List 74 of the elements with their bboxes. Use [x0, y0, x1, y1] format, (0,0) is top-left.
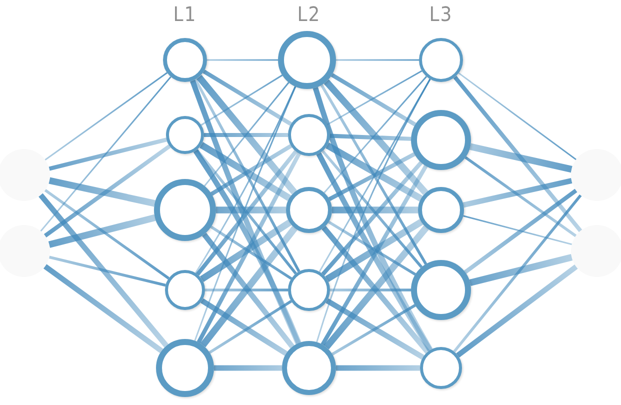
connection-line [470, 143, 572, 173]
connection-line [205, 288, 288, 292]
connection-line [196, 74, 297, 194]
neuron-circle [166, 116, 204, 154]
connection-line [322, 150, 423, 268]
faded-neuron-circle [571, 225, 621, 277]
connection-line [216, 206, 286, 214]
connection-line [332, 304, 416, 356]
connection-line [204, 132, 288, 138]
connection-line [453, 76, 582, 232]
connection-line [38, 193, 168, 348]
neuron-circle [411, 110, 471, 170]
connection-line [44, 188, 170, 280]
layer-label: L2 [296, 2, 322, 26]
connection-line [320, 164, 428, 346]
connection-line [200, 74, 283, 126]
connection-line [214, 365, 282, 371]
neuron-circle [288, 269, 330, 311]
neuron-circle [282, 341, 336, 395]
connection-line [464, 156, 577, 238]
neuron-circle [420, 347, 462, 389]
connection-line [200, 142, 292, 201]
connection-line [48, 138, 168, 171]
neuron-circle [288, 114, 330, 156]
connection-line [40, 76, 172, 232]
neuron-circle [418, 187, 464, 233]
connection-line [326, 298, 424, 360]
neuron-circle [154, 179, 216, 241]
connection-line [43, 264, 164, 354]
connection-line [207, 59, 278, 61]
connection-line [469, 254, 573, 286]
connection-line [44, 144, 171, 238]
neuron-circle [165, 270, 205, 310]
neuron-circle [156, 339, 214, 397]
connection-line [48, 177, 156, 207]
connection-line [462, 178, 572, 208]
neuron-circle [411, 260, 471, 320]
connection-line [463, 215, 572, 246]
connection-line [44, 72, 168, 160]
faded-neuron-circle [0, 149, 50, 201]
connection-line [321, 161, 423, 276]
connection-line [464, 188, 578, 274]
connection-line [458, 72, 577, 160]
connection-line [208, 300, 292, 354]
connection-line [202, 70, 292, 126]
connection-line [325, 219, 424, 282]
connection-line [330, 288, 411, 292]
connection-line [328, 220, 416, 276]
faded-neuron-circle [0, 225, 50, 277]
connection-line [48, 256, 166, 287]
connection-line [332, 206, 418, 214]
connection-line [316, 152, 432, 352]
neuron-circle [286, 187, 332, 233]
connection-line [453, 194, 582, 353]
neuron-circle [278, 31, 336, 89]
layer-label: L1 [172, 2, 198, 26]
connection-line [204, 82, 290, 186]
connection-line [48, 214, 156, 248]
connection-line [336, 59, 419, 61]
connection-line [330, 134, 412, 141]
connection-line [210, 144, 292, 196]
layer-label: L3 [428, 2, 454, 26]
connection-line [326, 70, 422, 126]
neuron-circle [163, 38, 207, 82]
connection-line [328, 152, 416, 202]
faded-neuron-circle [571, 149, 621, 201]
connection-line [330, 73, 416, 126]
connection-line [200, 298, 288, 356]
neuron-circle [419, 38, 463, 82]
connection-line [210, 226, 292, 280]
connection-line [456, 264, 578, 358]
connection-line [326, 142, 423, 202]
connection-line [336, 365, 420, 371]
connection-line [200, 220, 292, 282]
